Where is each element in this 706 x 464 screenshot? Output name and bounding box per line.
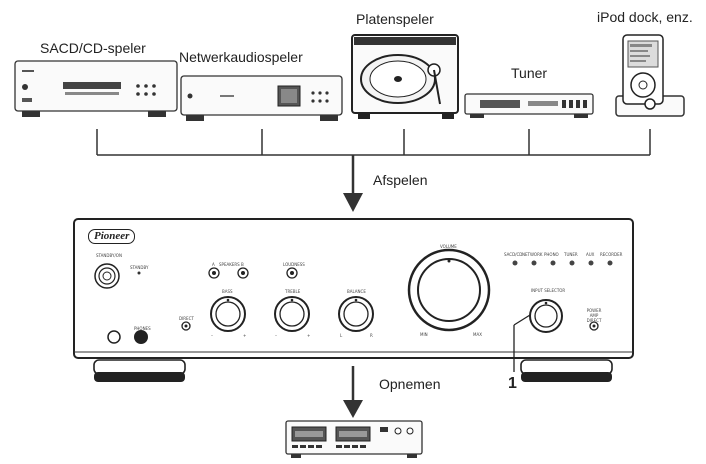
input-led-label-network: NETWORK <box>522 252 543 257</box>
label-turntable: Platenspeler <box>356 11 434 27</box>
label-playback: Afspelen <box>373 172 428 188</box>
amplifier-device <box>73 218 634 382</box>
input-led-label-sacd: SACD/CD <box>504 252 523 257</box>
bass-minus-label: – <box>211 333 213 338</box>
treble-minus-label: – <box>275 333 277 338</box>
treble-plus-label: + <box>307 333 311 338</box>
callout-number: 1 <box>508 375 517 392</box>
label-ipod-dock: iPod dock, enz. <box>597 9 693 25</box>
sacd-cd-player-device <box>14 60 178 117</box>
input-selector-label: INPUT SELECTOR <box>531 288 566 293</box>
balance-r-label: R <box>370 333 373 338</box>
callout-line <box>513 314 531 372</box>
volume-min-label: MIN <box>420 332 428 337</box>
volume-max-label: MAX <box>473 332 482 337</box>
record-arrow <box>343 366 363 418</box>
amplifier-brand-logo: Pioneer <box>88 229 136 244</box>
speaker-a-label: A <box>212 262 215 267</box>
label-record: Opnemen <box>379 376 441 392</box>
source-connection-lines <box>96 129 651 156</box>
standby-on-label: STANDBY/ON <box>96 253 122 258</box>
recorder-device <box>285 420 423 458</box>
ipod-dock-device <box>615 34 685 117</box>
balance-label: BALANCE <box>347 289 366 294</box>
input-led-label-recorder: RECORDER <box>600 252 623 257</box>
label-tuner: Tuner <box>511 65 548 81</box>
power-amp-direct-label: POWER AMP DIRECT <box>586 308 602 323</box>
network-audio-player-device <box>180 75 343 121</box>
input-led-label-aux: AUX <box>586 252 595 257</box>
tuner-device <box>464 93 594 118</box>
balance-l-label: L <box>340 333 343 338</box>
speaker-b-label: B <box>241 262 244 267</box>
input-led-label-tuner: TUNER <box>564 252 578 257</box>
bass-plus-label: + <box>243 333 247 338</box>
volume-label: VOLUME <box>440 244 457 249</box>
turntable-device <box>351 34 459 119</box>
input-led-label-phono: PHONO <box>544 252 559 257</box>
playback-arrow <box>343 155 363 212</box>
speakers-label: SPEAKERS <box>219 262 240 267</box>
bass-label: BASS <box>222 289 233 294</box>
treble-label: TREBLE <box>285 289 301 294</box>
phones-label: PHONES <box>134 326 151 331</box>
label-sacd-cd-player: SACD/CD-speler <box>40 40 146 56</box>
direct-label: DIRECT <box>179 316 194 321</box>
label-network-audio-player: Netwerkaudiospeler <box>179 49 303 65</box>
standby-led-label: STANDBY <box>130 265 149 270</box>
loudness-label: LOUDNESS <box>283 262 305 267</box>
